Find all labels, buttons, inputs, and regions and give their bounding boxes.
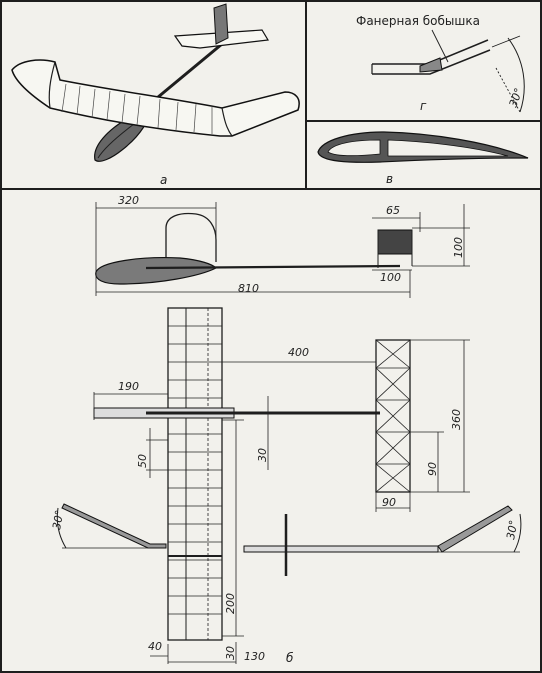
panel-a-perspective-glider [11,3,300,162]
boom-side [145,264,401,270]
dihedral-left-view [56,503,167,549]
dim-320: 320 [118,194,139,207]
dim-65: 65 [386,204,400,217]
dim-400: 400 [288,346,309,359]
dim-50: 50 [136,454,149,468]
angle-g-label: 30° [507,86,526,109]
fuselage-side [95,257,218,285]
angle-arc-g [507,37,525,113]
dim-30-wing: 30 [224,646,237,660]
wing-dihedral-left [48,61,56,109]
dim-40: 40 [148,640,162,653]
dim-100-vertical: 100 [452,237,465,258]
panel-v-label: в [386,172,393,186]
panel-g-dihedral-joint [371,29,525,113]
panel-g-label: г [420,99,427,113]
dim-810: 810 [238,282,259,295]
side-view [95,202,470,298]
wing-plan-ribs [168,325,222,615]
stab-truss [375,339,411,493]
dim-200: 200 [224,593,237,614]
fin-side [165,212,217,262]
wing-plan [167,307,223,641]
boss-leader [431,29,449,63]
dihedral-right-view [243,505,522,576]
panel-b-label: б [286,651,294,665]
plan-view [93,307,470,664]
wing [11,59,300,137]
dim-90-horizontal: 90 [382,496,396,509]
panel-a-label: а [160,173,167,187]
dim-90-vertical: 90 [426,462,439,476]
wing-ribs [61,83,213,134]
stab-side [377,229,413,255]
dim-360: 360 [450,409,463,430]
panel-v-wing-profile [317,131,529,163]
pod-highlight [97,123,135,159]
angle-right-label: 30° [504,519,520,540]
dim-190: 190 [118,380,139,393]
boss-annotation: Фанерная бобышка [356,14,480,28]
dim-30-boom: 30 [256,448,269,462]
wing-dihedral-right [221,107,233,137]
dim-100-horizontal: 100 [380,271,401,284]
plywood-boss [419,57,443,73]
fin [213,3,229,45]
angle-left-label: 30° [50,509,66,530]
dim-130: 130 [244,650,265,663]
stabilizer-plan [375,339,411,493]
